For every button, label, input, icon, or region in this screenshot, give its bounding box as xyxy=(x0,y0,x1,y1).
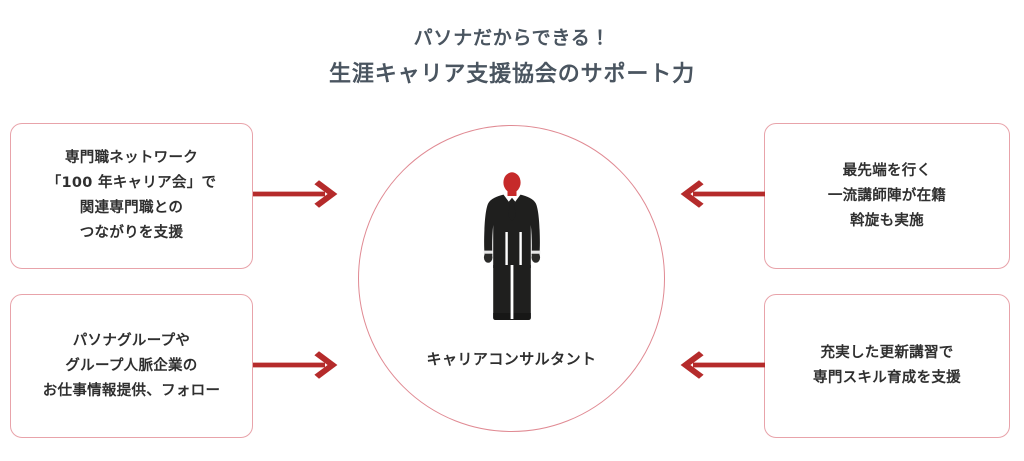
page-title: パソナだからできる！ 生涯キャリア支援協会のサポート力 xyxy=(0,24,1024,92)
box-bl-line-3: お仕事情報提供、フォロー xyxy=(42,382,221,399)
title-line-1: パソナだからできる！ xyxy=(413,27,611,49)
center-label: キャリアコンサルタント xyxy=(426,350,597,368)
arrow-right-icon xyxy=(253,180,338,208)
box-tl-line-3: 関連専門職との xyxy=(79,200,184,216)
support-box-top-left-text: 専門職ネットワーク 「100 年キャリア会」で 関連専門職との つながりを支援 xyxy=(47,146,217,246)
box-tr-line-2: 一流講師陣が在籍 xyxy=(827,187,947,204)
box-br-line-1: 充実した更新講習で xyxy=(820,345,954,361)
support-box-top-left[interactable]: 専門職ネットワーク 「100 年キャリア会」で 関連専門職との つながりを支援 xyxy=(10,123,253,269)
support-box-bottom-right-text: 充実した更新講習で 専門スキル育成を支援 xyxy=(813,341,961,391)
businessman-silhouette-icon xyxy=(483,172,541,320)
support-box-bottom-right[interactable]: 充実した更新講習で 専門スキル育成を支援 xyxy=(764,294,1010,438)
box-tr-line-3: 斡旋も実施 xyxy=(850,212,924,229)
box-tl-line-2: 「100 年キャリア会」で xyxy=(46,175,217,191)
support-box-bottom-left-text: パソナグループや グループ人脈企業の お仕事情報提供、フォロー xyxy=(43,329,220,404)
box-bl-line-1: パソナグループや xyxy=(72,332,191,349)
support-box-bottom-left[interactable]: パソナグループや グループ人脈企業の お仕事情報提供、フォロー xyxy=(10,294,253,438)
box-tl-line-4: つながりを支援 xyxy=(79,225,184,241)
arrow-left-icon xyxy=(680,351,765,379)
box-bl-line-2: グループ人脈企業の xyxy=(65,357,198,374)
support-box-top-right-text: 最先端を行く 一流講師陣が在籍 斡旋も実施 xyxy=(828,159,946,234)
box-tl-line-1: 専門職ネットワーク xyxy=(64,150,199,166)
box-br-line-2: 専門スキル育成を支援 xyxy=(813,370,961,386)
arrow-right-icon xyxy=(253,351,338,379)
arrow-left-icon xyxy=(680,180,765,208)
box-tr-line-1: 最先端を行く xyxy=(842,162,932,179)
title-line-2: 生涯キャリア支援協会のサポート力 xyxy=(328,62,696,87)
support-box-top-right[interactable]: 最先端を行く 一流講師陣が在籍 斡旋も実施 xyxy=(764,123,1010,269)
